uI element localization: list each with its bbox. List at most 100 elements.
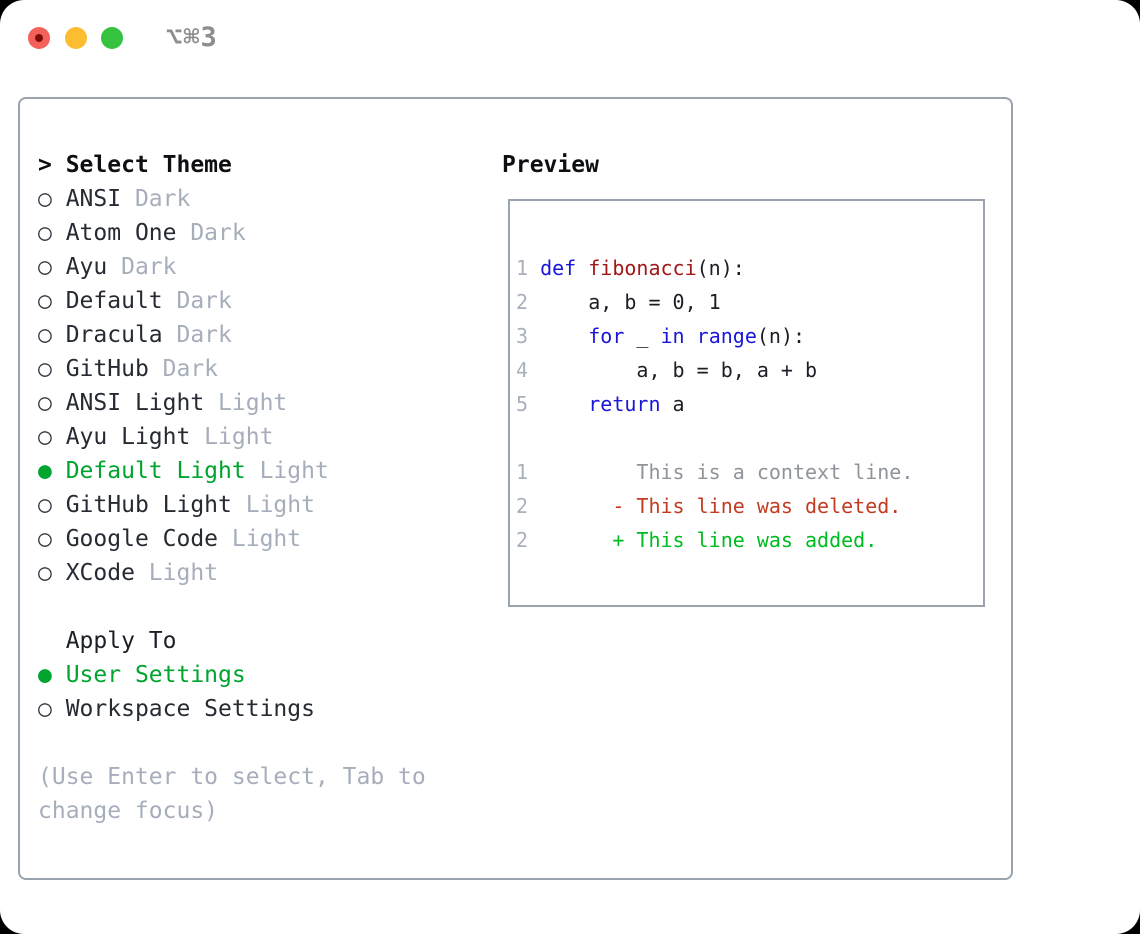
code-token: (n): <box>696 256 745 280</box>
theme-option[interactable]: ○ GitHub Light Light <box>38 488 426 522</box>
code-token: def <box>540 256 577 280</box>
theme-option[interactable]: ○ Google Code Light <box>38 522 426 556</box>
preview-box: 1 def fibonacci(n): 2 a, b = 0, 1 3 for … <box>508 199 985 607</box>
code-token: range <box>696 324 757 348</box>
theme-name: Default Light <box>65 458 246 484</box>
radio-icon: ○ <box>38 424 66 450</box>
radio-icon: ○ <box>38 492 66 518</box>
theme-list-title: Select Theme <box>65 152 232 178</box>
line-number: 2 <box>516 528 529 552</box>
radio-icon: ○ <box>38 186 66 212</box>
line-number: 2 <box>516 290 529 314</box>
code-token: - This line was deleted. <box>540 494 902 518</box>
theme-list-header: > Select Theme <box>38 148 426 182</box>
cursor-indicator: > <box>38 152 66 178</box>
line-number: 4 <box>516 358 529 382</box>
code-token: in <box>660 324 685 348</box>
line-number: 1 <box>516 256 529 280</box>
preview-line: 5 return a <box>516 392 685 416</box>
theme-picker-column: > Select Theme○ ANSI Dark○ Atom One Dark… <box>38 148 426 828</box>
code-token <box>685 324 697 348</box>
preview-line: 1 def fibonacci(n): <box>516 256 745 280</box>
theme-option[interactable]: ○ ANSI Light Light <box>38 386 426 420</box>
preview-title: Preview <box>502 152 599 178</box>
radio-selected-icon: ● <box>38 458 66 484</box>
preview-line: 1 This is a context line. <box>516 460 913 484</box>
preview-line: 2 a, b = 0, 1 <box>516 290 721 314</box>
apply-option-label: Workspace Settings <box>65 696 315 722</box>
spacer-row <box>38 590 426 624</box>
apply-option[interactable]: ● User Settings <box>38 658 426 692</box>
code-preview: 1 def fibonacci(n): 2 a, b = 0, 1 3 for … <box>510 201 983 557</box>
code-token: a, b = b, a + b <box>540 358 818 382</box>
radio-icon: ○ <box>38 322 66 348</box>
theme-option[interactable]: ○ XCode Light <box>38 556 426 590</box>
theme-variant: Light <box>190 424 274 450</box>
theme-variant: Dark <box>148 356 219 382</box>
theme-name: GitHub Light <box>65 492 232 518</box>
line-number: 5 <box>516 392 529 416</box>
code-token <box>540 324 588 348</box>
code-token: a <box>660 392 685 416</box>
code-token: a, b = 0, 1 <box>540 290 721 314</box>
radio-icon: ○ <box>38 560 66 586</box>
code-token <box>540 392 588 416</box>
theme-variant: Dark <box>176 220 246 246</box>
code-token: This is a context line. <box>540 460 914 484</box>
zoom-button[interactable] <box>101 27 123 49</box>
theme-variant: Light <box>204 390 288 416</box>
code-token: for <box>588 324 625 348</box>
theme-name: Ayu <box>65 254 108 280</box>
line-number: 2 <box>516 494 529 518</box>
theme-option[interactable]: ○ Ayu Dark <box>38 250 426 284</box>
radio-selected-icon: ● <box>38 662 66 688</box>
theme-option[interactable]: ○ Dracula Dark <box>38 318 426 352</box>
preview-line: 3 for _ in range(n): <box>516 324 805 348</box>
code-token: (n): <box>756 324 806 348</box>
theme-option[interactable]: ○ Default Dark <box>38 284 426 318</box>
apply-option[interactable]: ○ Workspace Settings <box>38 692 426 726</box>
theme-name: Ayu Light <box>65 424 191 450</box>
theme-name: Dracula <box>65 322 163 348</box>
radio-icon: ○ <box>38 254 66 280</box>
unsaved-dot-icon <box>35 34 43 42</box>
theme-option[interactable]: ● Default Light Light <box>38 454 426 488</box>
theme-name: ANSI <box>65 186 122 212</box>
code-token: return <box>588 392 661 416</box>
theme-option[interactable]: ○ GitHub Dark <box>38 352 426 386</box>
theme-variant: Light <box>231 492 315 518</box>
preview-line: 4 a, b = b, a + b <box>516 358 817 382</box>
theme-name: Atom One <box>65 220 177 246</box>
line-number: 3 <box>516 324 529 348</box>
code-token <box>576 256 588 280</box>
preview-line: 2 - This line was deleted. <box>516 494 901 518</box>
radio-icon: ○ <box>38 288 66 314</box>
preview-line: 2 + This line was added. <box>516 528 877 552</box>
theme-variant: Dark <box>162 322 232 348</box>
code-token: _ <box>624 324 661 348</box>
theme-name: GitHub <box>65 356 149 382</box>
minimize-button[interactable] <box>65 27 87 49</box>
radio-icon: ○ <box>38 696 66 722</box>
theme-variant: Light <box>218 526 302 552</box>
theme-option[interactable]: ○ Atom One Dark <box>38 216 426 250</box>
code-token: + This line was added. <box>540 528 878 552</box>
close-button[interactable] <box>28 27 50 49</box>
code-token: fibonacci <box>588 256 697 280</box>
radio-icon: ○ <box>38 526 66 552</box>
help-text: change focus) <box>38 798 219 824</box>
window-title: ⌥⌘3 <box>166 22 218 53</box>
line-number: 1 <box>516 460 529 484</box>
radio-icon: ○ <box>38 356 66 382</box>
theme-name: Google Code <box>65 526 219 552</box>
apply-to-header: Apply To <box>38 628 177 654</box>
theme-variant: Dark <box>162 288 232 314</box>
help-text: (Use Enter to select, Tab to <box>38 764 426 790</box>
theme-name: ANSI Light <box>65 390 205 416</box>
theme-option[interactable]: ○ Ayu Light Light <box>38 420 426 454</box>
theme-option[interactable]: ○ ANSI Dark <box>38 182 426 216</box>
theme-variant: Dark <box>107 254 177 280</box>
theme-variant: Dark <box>121 186 191 212</box>
apply-option-label: User Settings <box>65 662 246 688</box>
